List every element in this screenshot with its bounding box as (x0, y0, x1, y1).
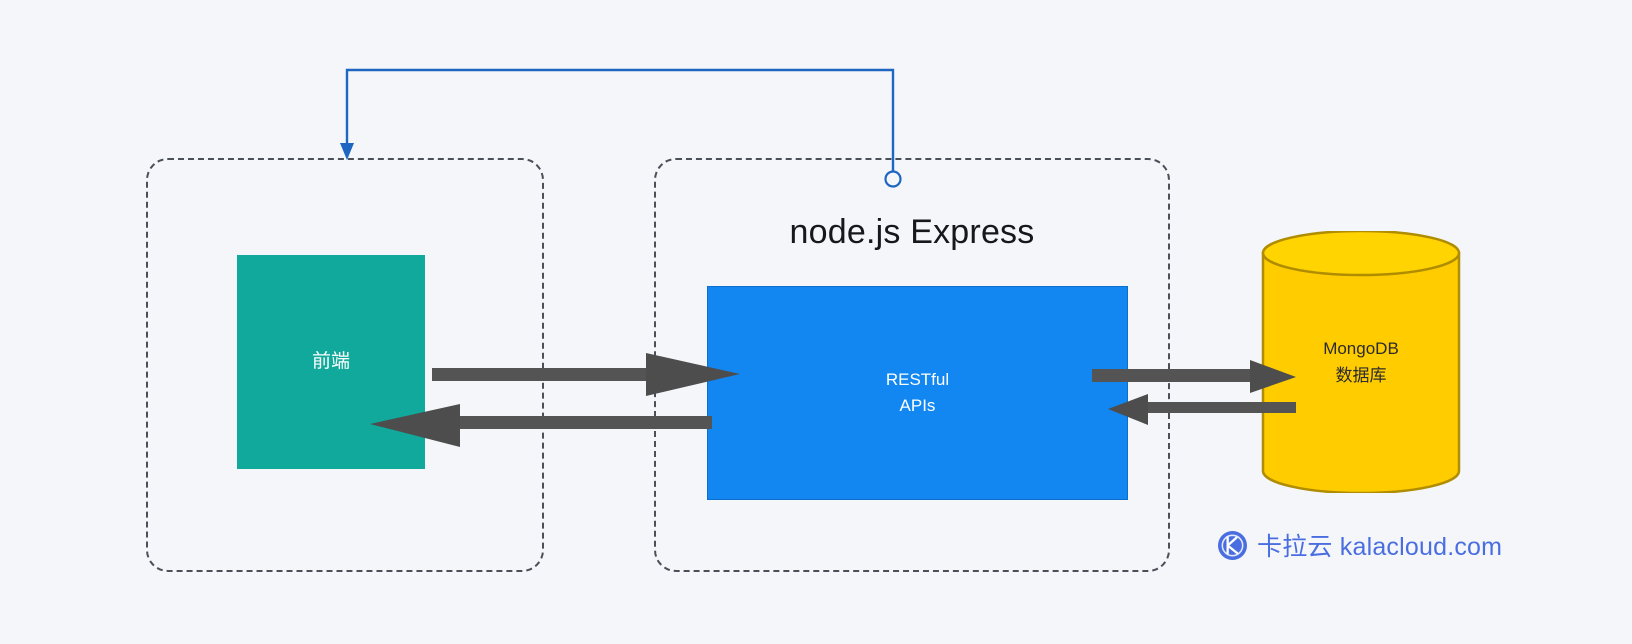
node-mongodb[interactable]: MongoDB 数据库 (1261, 231, 1461, 493)
server-group-title: node.js Express (789, 213, 1035, 251)
node-restful-apis-label: RESTful APIs (886, 367, 949, 420)
node-restful-apis-label-line2: APIs (899, 396, 936, 415)
watermark-brand: 卡拉云 kalacloud.com (1257, 527, 1502, 563)
node-restful-apis[interactable]: RESTful APIs (707, 286, 1128, 500)
watermark-domain: kalacloud.com (1339, 533, 1503, 561)
kalacloud-logo-icon (1217, 530, 1248, 560)
node-frontend-label: 前端 (311, 351, 350, 373)
watermark-brand-cn: 卡拉云 (1257, 533, 1333, 561)
node-restful-apis-label-line1: RESTful (885, 369, 950, 389)
cylinder-shape-icon (1261, 231, 1461, 493)
node-frontend[interactable]: 前端 (237, 255, 425, 469)
watermark: 卡拉云 kalacloud.com (1217, 527, 1502, 563)
